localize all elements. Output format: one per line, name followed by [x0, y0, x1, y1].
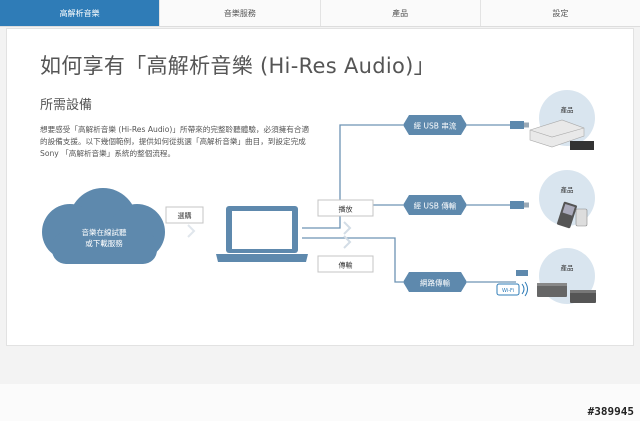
transfer-label: 傳輸 [339, 261, 353, 270]
audio-player-device-icon [529, 119, 594, 150]
play-label-box [317, 199, 374, 217]
chevron-right-icon [343, 221, 352, 249]
wifi-router-icon: Wi-Fi [496, 281, 528, 297]
tab-products[interactable]: 產品 [321, 0, 481, 26]
watermark: #389945 [587, 405, 634, 418]
tab-hi-res-audio[interactable]: 高解析音樂 [0, 0, 161, 26]
section-subtitle: 所需設備 [40, 98, 93, 113]
cloud-label-line1: 音樂在線試聽 [82, 227, 127, 237]
usb-plug-icon [510, 201, 529, 209]
top-nav-tabs: 高解析音樂 音樂服務 產品 設定 [0, 0, 640, 27]
wifi-label: Wi-Fi [502, 288, 514, 294]
description-line: Sony 「高解析音樂」系統的整個流程。 [40, 149, 176, 158]
route-usb-transfer: 經 USB 傳輸 [414, 201, 457, 211]
route-network: 網路傳輸 [420, 278, 450, 288]
route-badges [403, 115, 467, 292]
transfer-label-box [317, 255, 374, 273]
description-line: 想要感受「高解析音樂 (Hi-Res Audio)」所帶來的完整聆聽體驗，必須擁… [40, 125, 310, 134]
description-line: 的設備支援。以下幾個範例，提供如何從挑選「高解析音樂」曲目，到設定完成 [40, 137, 306, 146]
product-label: 產品 [561, 263, 574, 272]
select-label-box [165, 206, 204, 224]
product-label: 產品 [561, 185, 574, 194]
portable-player-device-icon [557, 201, 588, 229]
network-audio-device-icon [537, 283, 596, 303]
cloud-label-line2: 或下載服務 [85, 238, 123, 248]
content-panel [6, 28, 634, 346]
product-label: 產品 [561, 105, 574, 114]
network-cable-icon [516, 270, 528, 276]
page-footer-area [0, 384, 640, 421]
laptop-icon [216, 206, 308, 262]
cloud-icon [42, 188, 165, 264]
chevron-right-icon [187, 224, 196, 238]
page-title: 如何享有「高解析音樂 (Hi-Res Audio)」 [40, 54, 435, 78]
route-usb-stream: 經 USB 串流 [414, 121, 457, 131]
select-label: 選購 [178, 211, 192, 220]
tab-settings[interactable]: 設定 [552, 8, 569, 18]
usb-plug-icon [510, 121, 529, 129]
tab-music-services[interactable]: 音樂服務 [160, 0, 321, 26]
play-label: 播放 [339, 205, 353, 214]
description: 想要感受「高解析音樂 (Hi-Res Audio)」所帶來的完整聆聽體驗，必須擁… [40, 124, 385, 160]
